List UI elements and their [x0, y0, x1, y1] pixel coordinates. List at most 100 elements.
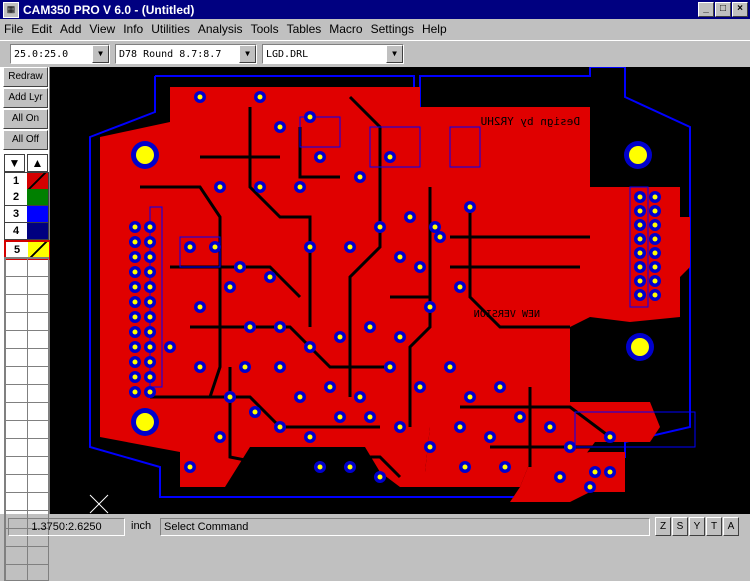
pcb-drawing: Copper Side Design by YR2HU NEW VERSION: [89, 67, 696, 514]
drill-hole: [357, 174, 363, 180]
menu-view[interactable]: View: [89, 22, 116, 36]
layer-row-3[interactable]: 3: [4, 206, 49, 223]
layer-color-swatch[interactable]: [27, 223, 48, 239]
scroll-up-icon[interactable]: ▲: [27, 154, 48, 172]
layer-grid: [4, 257, 49, 581]
drill-hole: [277, 324, 283, 330]
drill-hole: [652, 194, 658, 200]
drill-hole: [132, 224, 138, 230]
chevron-down-icon[interactable]: ▼: [239, 45, 256, 63]
drill-hole: [227, 394, 233, 400]
menu-tables[interactable]: Tables: [286, 22, 322, 36]
scroll-down-icon[interactable]: ▼: [4, 154, 25, 172]
layer-row-1[interactable]: 1: [4, 172, 49, 190]
drill-hole: [217, 184, 223, 190]
units-label: inch: [131, 520, 152, 532]
drill-hole: [147, 254, 153, 260]
status-z-button[interactable]: Z: [655, 517, 671, 536]
drill-hole: [267, 274, 273, 280]
drill-hole: [242, 364, 248, 370]
layer-color-swatch[interactable]: [28, 242, 49, 258]
crosshair-cursor-icon: [89, 494, 109, 514]
drill-hole: [637, 278, 643, 284]
drill-hole: [637, 194, 643, 200]
board-label-version: NEW VERSION: [474, 309, 540, 320]
minimize-button[interactable]: _: [698, 2, 714, 17]
drill-hole: [417, 384, 423, 390]
layer-row-2[interactable]: 2: [4, 189, 49, 206]
drill-hole: [297, 394, 303, 400]
drill-hole: [237, 264, 243, 270]
layer-select[interactable]: LGD.DRL ▼: [262, 44, 404, 64]
drill-hole: [637, 264, 643, 270]
status-y-button[interactable]: Y: [689, 517, 705, 536]
drill-hole: [427, 304, 433, 310]
layer-color-swatch[interactable]: [27, 189, 48, 205]
menu-edit[interactable]: Edit: [31, 22, 53, 36]
drill-hole: [217, 434, 223, 440]
drill-hole: [132, 389, 138, 395]
drill-hole: [132, 359, 138, 365]
all-off-button[interactable]: All Off: [3, 130, 48, 150]
pcb-canvas[interactable]: Copper Side Design by YR2HU NEW VERSION: [50, 67, 750, 514]
drill-hole: [147, 239, 153, 245]
maximize-button[interactable]: □: [715, 2, 731, 17]
menu-analysis[interactable]: Analysis: [197, 22, 243, 36]
menu-macro[interactable]: Macro: [329, 22, 363, 36]
mounting-holes: [131, 141, 654, 436]
drill-hole: [307, 434, 313, 440]
chevron-down-icon[interactable]: ▼: [386, 45, 403, 63]
all-on-button[interactable]: All On: [3, 109, 48, 129]
layer-number: 1: [5, 173, 27, 189]
drill-hole: [257, 184, 263, 190]
menu-settings[interactable]: Settings: [370, 22, 414, 36]
drill-hole: [497, 384, 503, 390]
drill-hole: [147, 224, 153, 230]
drill-hole: [297, 184, 303, 190]
drill-hole: [147, 314, 153, 320]
drill-hole: [132, 299, 138, 305]
drill-hole: [132, 239, 138, 245]
layer-scroll: ▼ ▲: [4, 154, 48, 172]
add-layer-button[interactable]: Add Lyr: [3, 88, 48, 108]
drill-hole: [467, 204, 473, 210]
chevron-down-icon[interactable]: ▼: [92, 45, 109, 63]
board-label-copper-side: Copper Side: [492, 91, 565, 104]
drill-hole: [187, 244, 193, 250]
drill-hole: [387, 154, 393, 160]
layer-number: 5: [6, 242, 28, 258]
menu-file[interactable]: File: [4, 22, 24, 36]
drill-hole: [652, 222, 658, 228]
status-s-button[interactable]: S: [672, 517, 688, 536]
drill-hole: [147, 329, 153, 335]
menu-tools[interactable]: Tools: [250, 22, 279, 36]
layer-row-4[interactable]: 4: [4, 223, 49, 240]
layer-panel: Redraw Add Lyr All On All Off ▼ ▲ 1 2 3 …: [0, 67, 51, 581]
drill-hole: [187, 464, 193, 470]
menu-info[interactable]: Info: [123, 22, 144, 36]
layer-color-swatch[interactable]: [27, 173, 48, 189]
drill-hole: [132, 314, 138, 320]
menu-utilities[interactable]: Utilities: [151, 22, 190, 36]
aperture-select[interactable]: D78 Round 8.7:8.7 ▼: [115, 44, 257, 64]
drill-hole: [557, 474, 563, 480]
drill-hole: [247, 324, 253, 330]
layer-color-swatch[interactable]: [27, 206, 48, 222]
drill-hole: [367, 414, 373, 420]
grid-select[interactable]: 25.0:25.0 ▼: [10, 44, 110, 64]
board-label-designer: Design by YR2HU: [481, 115, 580, 128]
close-button[interactable]: ×: [732, 2, 748, 17]
menu-add[interactable]: Add: [60, 22, 82, 36]
drill-hole: [397, 254, 403, 260]
status-t-button[interactable]: T: [706, 517, 722, 536]
drill-hole: [517, 414, 523, 420]
drill-hole: [387, 364, 393, 370]
redraw-button[interactable]: Redraw: [3, 67, 48, 87]
drill-hole: [337, 334, 343, 340]
app-icon[interactable]: ▦: [3, 1, 19, 18]
status-a-button[interactable]: A: [723, 517, 739, 536]
drill-hole: [652, 250, 658, 256]
menu-help[interactable]: Help: [421, 22, 447, 36]
drill-hole: [147, 284, 153, 290]
drill-hole: [457, 424, 463, 430]
